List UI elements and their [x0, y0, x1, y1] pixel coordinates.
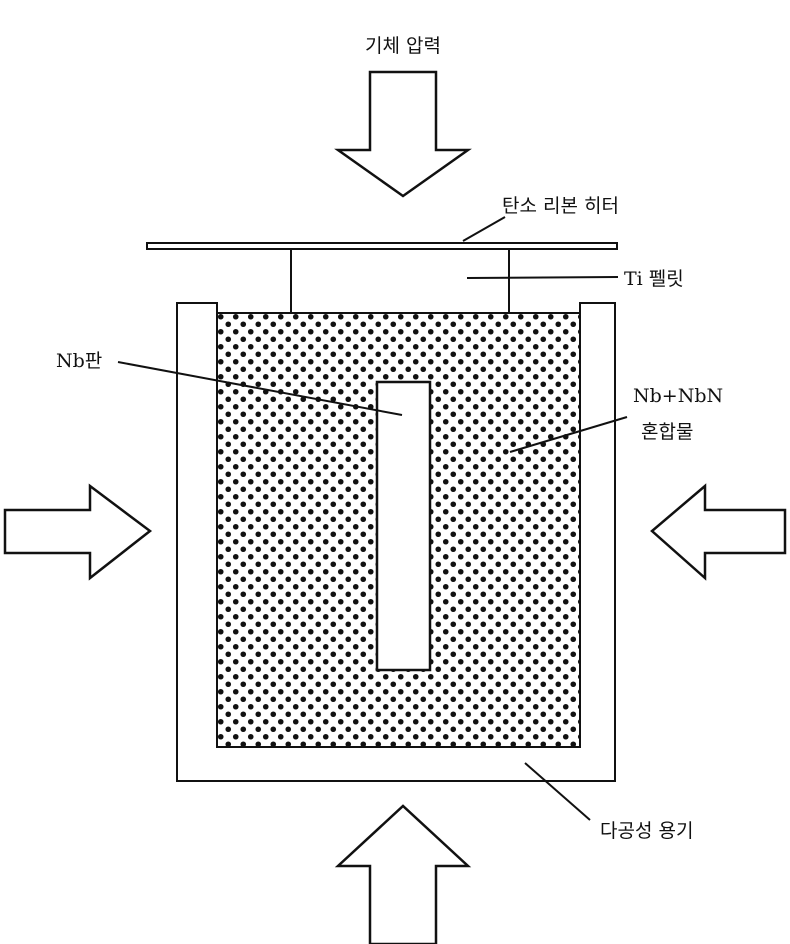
nb-plate-label: Nb판: [56, 350, 102, 372]
bottom-pressure-arrow: [334, 804, 472, 944]
nb-plate-leader: [117, 361, 403, 416]
nb-mixture-label-line1: Nb+NbN: [633, 385, 723, 407]
gas-pressure-label: 기체 압력: [365, 35, 441, 57]
carbon-ribbon-heater-label: 탄소 리본 히터: [502, 195, 619, 217]
right-pressure-arrow: [650, 483, 787, 581]
container-leader: [524, 762, 591, 821]
carbon-ribbon-heater: [146, 242, 618, 250]
ti-pellet-leader: [466, 276, 619, 279]
nb-mixture-label-line2: 혼합물: [641, 421, 693, 443]
left-pressure-arrow: [3, 483, 153, 581]
porous-container-label: 다공성 용기: [600, 820, 693, 842]
mixture-leader: [509, 416, 628, 453]
nb-plate: [375, 380, 432, 672]
ti-pellet-label: Ti 펠릿: [624, 268, 684, 290]
top-pressure-arrow: [334, 70, 472, 198]
heater-leader: [462, 216, 506, 242]
